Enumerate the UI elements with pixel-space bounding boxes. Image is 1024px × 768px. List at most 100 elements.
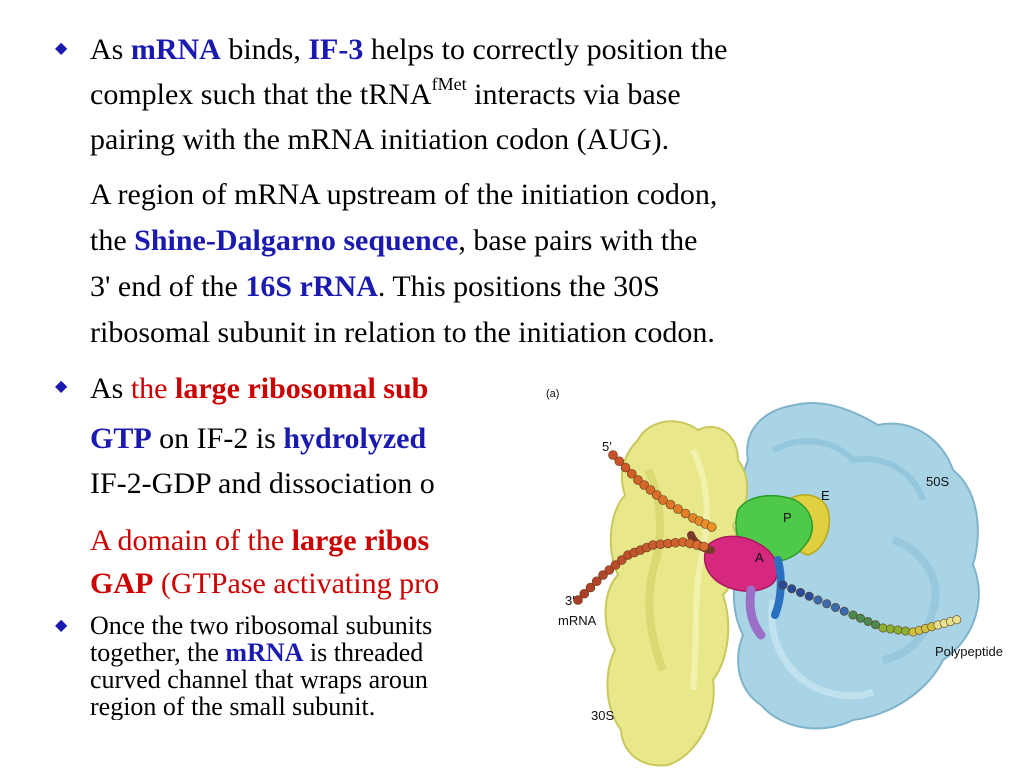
- bead: [579, 588, 590, 599]
- superscript-fmet: fMet: [431, 74, 467, 94]
- text: on IF-2 is: [151, 422, 284, 455]
- label-p-site: P: [783, 510, 792, 525]
- bead: [900, 626, 910, 636]
- bullet-paragraph-mrna-channel: Once the two ribosomal subunits together…: [90, 612, 535, 720]
- line: As the large ribosomal sub: [90, 366, 535, 411]
- mrna-5prime-strand: [608, 450, 717, 532]
- bead: [651, 490, 662, 500]
- line: ribosomal subunit in relation to the ini…: [90, 310, 960, 356]
- diamond-bullet-icon: ◆: [55, 40, 68, 57]
- term-16s-rrna: 16S rRNA: [245, 270, 378, 303]
- bead: [608, 450, 618, 460]
- diamond-bullet-icon: ◆: [55, 378, 68, 395]
- label-a-site: A: [755, 550, 764, 565]
- line: As mRNA binds, IF-3 helps to correctly p…: [90, 27, 960, 72]
- bullet-paragraph-large-subunit: As the large ribosomal sub: [90, 366, 535, 411]
- bead: [830, 603, 840, 613]
- line: A region of mRNA upstream of the initiat…: [90, 172, 960, 218]
- text: the: [130, 372, 175, 405]
- text: As: [90, 33, 131, 66]
- label-mrna: mRNA: [558, 613, 597, 628]
- bead: [598, 570, 608, 580]
- line: the Shine-Dalgarno sequence, base pairs …: [90, 218, 960, 264]
- text: 3' end of the: [90, 270, 246, 303]
- trna-a-site: [703, 535, 779, 592]
- text: helps to correctly position the: [363, 33, 728, 66]
- line: A domain of the large ribos: [90, 519, 535, 562]
- surface-ridge: [771, 438, 926, 502]
- term-large-subunit: large ribosomal sub: [175, 372, 429, 405]
- text: complex such that the tRNA: [90, 78, 432, 111]
- surface-highlight: [690, 448, 710, 691]
- label-30s: 30S: [591, 708, 614, 723]
- label-polypeptide: Polypeptide: [935, 644, 1003, 659]
- text: interacts via base: [466, 78, 681, 111]
- line: curved channel that wraps aroun: [90, 666, 535, 693]
- bead: [893, 625, 903, 635]
- trna-anticodon-stem: [771, 556, 785, 619]
- text: the: [90, 224, 135, 257]
- line: pairing with the mRNA initiation codon (…: [90, 117, 960, 162]
- bead: [591, 576, 602, 587]
- bead: [639, 480, 650, 490]
- text: Once the two ribosomal subunits: [90, 612, 433, 640]
- text: binds,: [220, 33, 309, 66]
- line: together, the mRNA is threaded: [90, 639, 535, 666]
- label-5-prime: 5′: [602, 439, 612, 454]
- bead: [778, 580, 788, 590]
- paragraph-shine-dalgarno: A region of mRNA upstream of the initiat…: [90, 172, 960, 356]
- bead: [614, 456, 625, 467]
- label-3-prime: 3′: [565, 593, 575, 608]
- text: together, the: [90, 638, 226, 667]
- text: curved channel that wraps aroun: [90, 665, 428, 694]
- bead: [804, 591, 814, 601]
- text: pairing with the mRNA initiation codon (…: [90, 123, 670, 156]
- bead: [626, 468, 637, 479]
- bead: [673, 504, 683, 514]
- text: A region of mRNA upstream of the initiat…: [90, 178, 718, 211]
- bead: [863, 617, 873, 627]
- line: GTP on IF-2 is hydrolyzed: [90, 416, 535, 461]
- term-large-ribosomal: large ribos: [291, 524, 430, 557]
- text: (GTPase activating pro: [153, 567, 440, 600]
- bead: [616, 555, 627, 565]
- bead: [839, 606, 849, 616]
- term-mrna: mRNA: [130, 33, 221, 66]
- term-mrna: mRNA: [225, 638, 304, 667]
- label-50s: 50S: [926, 474, 949, 489]
- text: . This positions the 30S: [377, 270, 660, 303]
- bullet-paragraph-if3: As mRNA binds, IF-3 helps to correctly p…: [90, 27, 960, 162]
- bead: [706, 522, 717, 532]
- mrna-3prime-strand: [573, 537, 709, 605]
- text: IF-2-GDP and dissociation o: [90, 467, 435, 500]
- bead: [952, 615, 962, 625]
- bead: [633, 475, 643, 485]
- term-hydrolyzed: hydrolyzed: [283, 422, 427, 455]
- bead: [870, 620, 880, 630]
- text: is threaded: [303, 638, 424, 667]
- bead: [645, 485, 656, 495]
- line: Once the two ribosomal subunits: [90, 612, 535, 639]
- bead: [610, 560, 621, 570]
- bead: [699, 541, 709, 552]
- paragraph-gtp-hydrolysis: GTP on IF-2 is hydrolyzed IF-2-GDP and d…: [90, 416, 535, 506]
- text: As: [90, 372, 131, 405]
- line: IF-2-GDP and dissociation o: [90, 461, 535, 506]
- line: 3' end of the 16S rRNA. This positions t…: [90, 264, 960, 310]
- paragraph-gap-domain: A domain of the large ribos GAP (GTPase …: [90, 519, 535, 605]
- term-gap: GAP: [90, 567, 154, 600]
- bead: [658, 495, 668, 505]
- label-e-site: E: [821, 488, 830, 503]
- ribosome-illustration: (a) 5′ 3′ mRNA 30S 50S E P A Polypeptide: [546, 388, 1003, 767]
- panel-label: (a): [546, 388, 559, 400]
- bead: [878, 623, 888, 633]
- bead: [885, 624, 895, 634]
- surface-ridge: [882, 536, 940, 664]
- diamond-bullet-icon: ◆: [55, 617, 68, 634]
- surface-highlight: [768, 599, 875, 700]
- text: ribosomal subunit in relation to the ini…: [90, 316, 715, 349]
- bead: [620, 462, 631, 473]
- term-if3: IF-3: [308, 33, 364, 66]
- bead: [813, 595, 823, 605]
- bead: [604, 565, 615, 575]
